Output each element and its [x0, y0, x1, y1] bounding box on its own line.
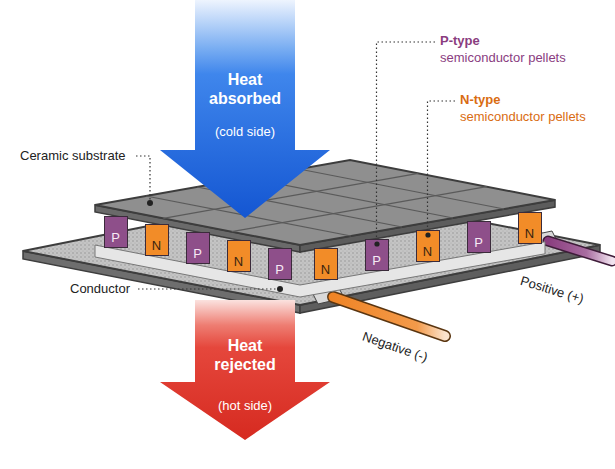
pellet-letter: P: [269, 262, 291, 277]
pellet-letter: P: [468, 235, 490, 250]
part-label: semiconductor pellets: [460, 109, 586, 125]
leader-line: [377, 42, 436, 240]
arrow-shape: [160, 0, 330, 218]
part-label: P-type: [440, 33, 480, 49]
pellet-letter: P: [187, 246, 209, 261]
pellet-letter: N: [417, 244, 439, 259]
heat-absorbed-arrow: Heat absorbed (cold side): [160, 0, 330, 218]
part-label: N-type: [460, 92, 500, 108]
leader-dot: [277, 286, 283, 292]
semiconductor-pellet: P: [467, 221, 491, 253]
leader-dot: [424, 231, 432, 239]
pellet-letter: N: [228, 254, 250, 269]
semiconductor-pellet: P: [268, 248, 292, 280]
semiconductor-pellet: P: [104, 216, 128, 248]
leader-line: [377, 42, 456, 240]
pellet-letter: P: [105, 230, 127, 245]
semiconductor-pellet: N: [518, 212, 542, 244]
arrow-heading: Heat rejected: [195, 336, 295, 374]
pellet-letter: N: [146, 238, 168, 253]
arrow-body: [160, 0, 330, 218]
part-label: Ceramic substrate: [20, 148, 125, 164]
leader-line: [428, 101, 456, 231]
semiconductor-pellet: N: [314, 248, 338, 280]
semiconductor-pellet: N: [227, 240, 251, 272]
heat-rejected-arrow: Heat rejected (hot side): [160, 300, 330, 440]
leader-dot: [373, 240, 381, 248]
part-label: semiconductor pellets: [440, 50, 566, 66]
terminal-label: Positive (+): [518, 273, 585, 307]
arrow-body: [160, 300, 330, 440]
part-label: Conductor: [70, 281, 130, 297]
pellet-letter: P: [366, 253, 388, 268]
semiconductor-pellet: P: [186, 232, 210, 264]
pellet-letter: N: [519, 226, 541, 241]
negative-wire: [312, 286, 445, 336]
arrow-subtext: (cold side): [195, 122, 295, 141]
pellet-letter: N: [315, 262, 337, 277]
semiconductor-pellet: N: [145, 224, 169, 256]
arrow-heading: Heat absorbed: [195, 70, 295, 108]
leader-dot: [147, 200, 153, 206]
terminal-label: Negative (-): [360, 329, 429, 366]
arrow-subtext: (hot side): [195, 396, 295, 415]
